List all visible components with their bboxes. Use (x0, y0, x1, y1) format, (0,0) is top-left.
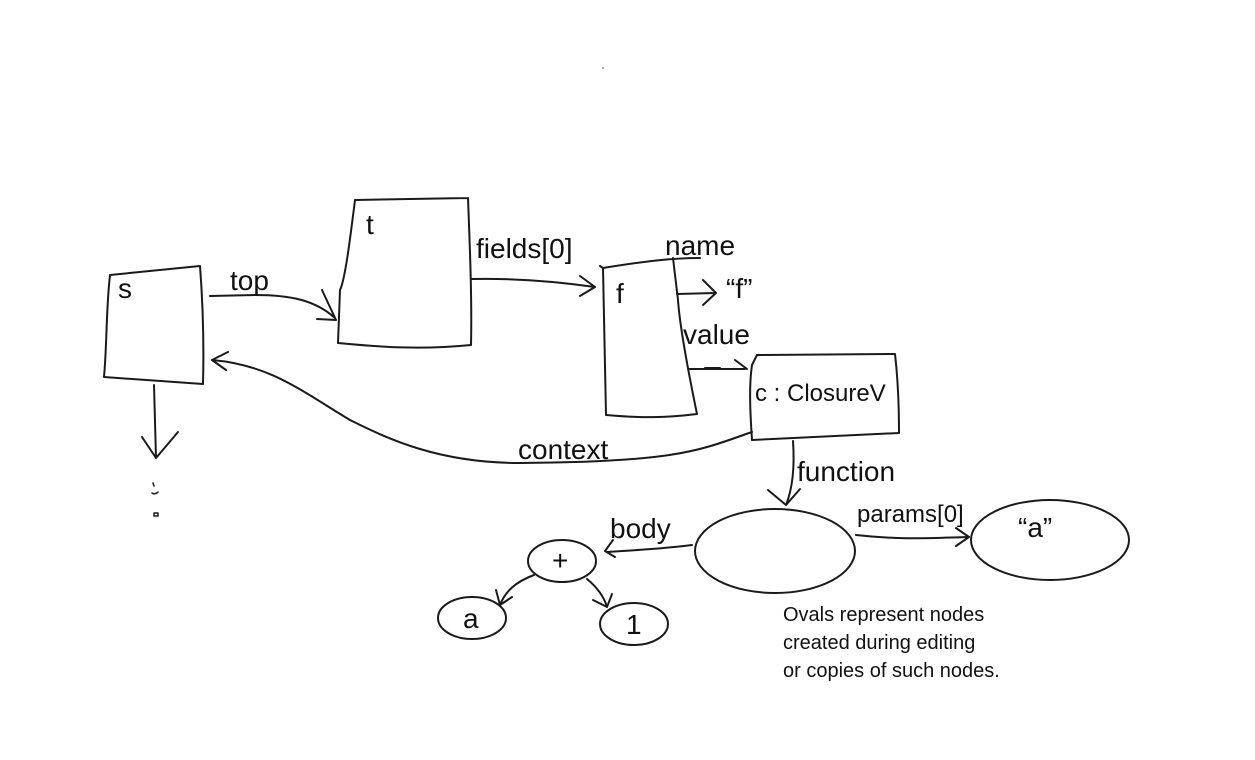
s-down-arrow (141, 384, 179, 459)
one-node-oval (599, 602, 669, 646)
box-s (103, 265, 205, 385)
note-line-3: or copies of such nodes. (783, 660, 1000, 682)
arrow-top (209, 289, 337, 321)
param-node-oval (970, 499, 1130, 581)
arrow-name (676, 279, 717, 306)
box-c-label: c : ClosureV (755, 380, 886, 407)
edge-fields0-label: fields[0] (476, 233, 573, 264)
value-f-string: “f” (726, 273, 752, 304)
continuation-dots (151, 482, 159, 517)
note-line-1: Ovals represent nodes (783, 604, 984, 626)
box-t-label: t (366, 209, 374, 240)
function-node-oval (694, 508, 856, 594)
box-s-label: s (118, 273, 132, 304)
arrow-plus-to-one (586, 578, 613, 608)
edge-top-label: top (230, 265, 269, 296)
value-a-string: “a” (1018, 512, 1052, 543)
edge-name-label: name (665, 230, 735, 261)
plus-node-label: + (552, 545, 568, 576)
arrow-function (767, 440, 801, 506)
a-node-label: a (463, 603, 479, 634)
arrow-plus-to-a (495, 574, 535, 606)
box-c (749, 353, 900, 441)
a-node-oval (437, 596, 507, 640)
arrow-fields0 (471, 275, 596, 297)
edge-body-label: body (610, 513, 671, 544)
plus-node-oval (527, 539, 597, 583)
stray-dot (602, 67, 604, 69)
edge-context-label: context (518, 434, 608, 465)
box-f-label: f (616, 278, 624, 309)
arrow-context (211, 351, 753, 464)
box-t (337, 197, 473, 349)
arrow-value (687, 359, 748, 370)
note-line-2: created during editing (783, 632, 975, 654)
edge-params0-label: params[0] (857, 501, 964, 528)
edge-function-label: function (797, 456, 895, 487)
arrow-body (604, 539, 693, 558)
edge-value-label: value (683, 319, 750, 350)
arrow-params0 (855, 527, 970, 547)
box-f (599, 257, 701, 419)
one-node-label: 1 (626, 609, 642, 640)
